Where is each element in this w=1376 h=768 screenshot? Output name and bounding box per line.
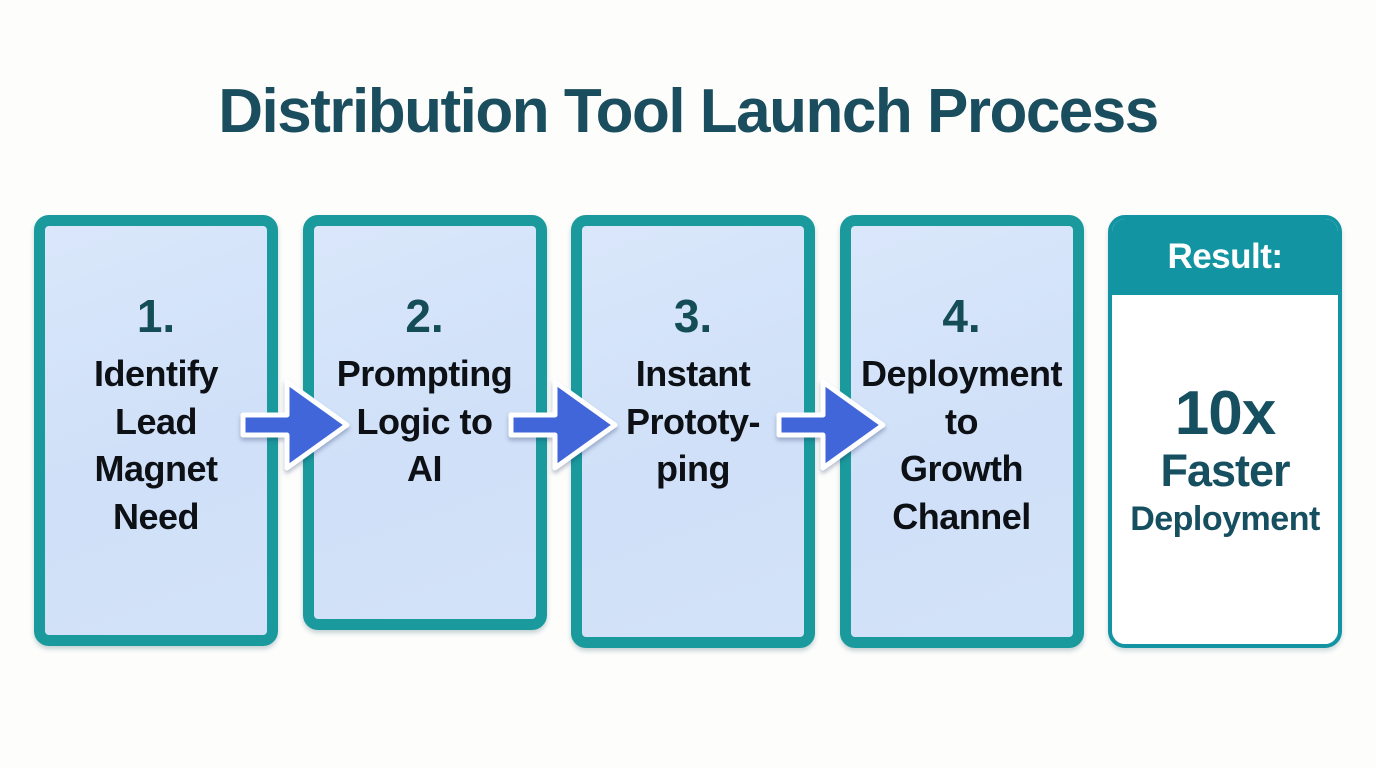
step-label-line: Prompting [336,353,513,395]
result-line2: Faster [1160,445,1290,496]
page-title: Distribution Tool Launch Process [218,77,1159,146]
step-label-line: Channel [892,495,1031,537]
step-label-line: ping [656,448,730,490]
step-number: 3. [673,290,713,342]
step-label-line: AI [407,448,443,490]
step-label-line: Lead [114,400,198,442]
result-card: Result: 10x Faster Deployment [1108,215,1342,648]
arrow-right-icon [776,379,886,471]
result-header: Result: [1112,219,1338,295]
result-body: 10x Faster Deployment [1112,295,1338,541]
arrow-right-icon [240,379,350,471]
step-label-line: Identify [93,353,219,395]
step-label-line: Magnet [94,448,219,490]
result-line3: Deployment [1130,499,1320,538]
step-number: 1. [136,290,176,342]
step-label-line: Deployment [860,353,1063,395]
step-label-line: to [945,400,978,442]
result-value: 10x [1174,379,1276,448]
arrow-right-icon [508,379,618,471]
step-number: 4. [942,290,981,342]
step-label-line: Logic to [356,400,493,442]
step-label-line: Instant [635,353,751,395]
step-label-line: Prototy- [626,400,761,442]
step-label-line: Need [112,495,200,537]
step-number: 2. [405,290,444,342]
step-label-line: Growth [900,448,1023,490]
